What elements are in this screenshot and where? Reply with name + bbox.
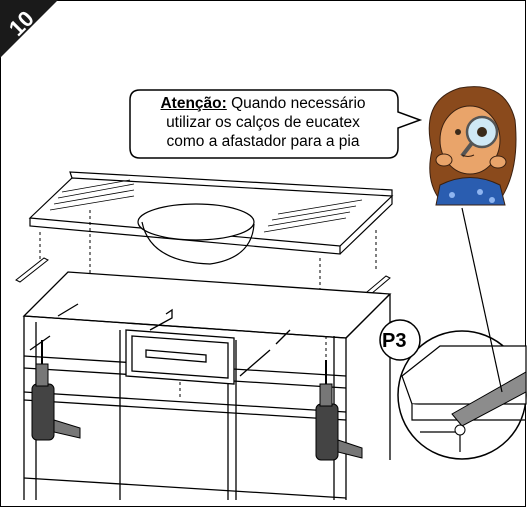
- magnifier-character-icon: [428, 86, 517, 206]
- callout-text: Atenção: Quando necessário utilizar os c…: [132, 94, 394, 151]
- sink-top: [28, 171, 394, 265]
- part-label: P3: [382, 330, 406, 352]
- callout-emphasis: Atenção:: [160, 95, 227, 112]
- cabinet: [22, 271, 392, 500]
- callout-line-1: Atenção: Quando necessário: [132, 94, 394, 113]
- callout-line-1-rest: Quando necessário: [226, 95, 366, 112]
- shim-left: [15, 257, 49, 283]
- shim-detail: [397, 207, 527, 460]
- drill-icon: [31, 340, 363, 461]
- callout-line-3: como a afastador para a pia: [166, 133, 360, 150]
- step-badge: 10: [0, 0, 58, 58]
- part-label-p3: P3: [379, 319, 421, 361]
- callout-line-2: utilizar os calços de eucatex: [166, 114, 360, 131]
- callout-bubble: [129, 89, 423, 159]
